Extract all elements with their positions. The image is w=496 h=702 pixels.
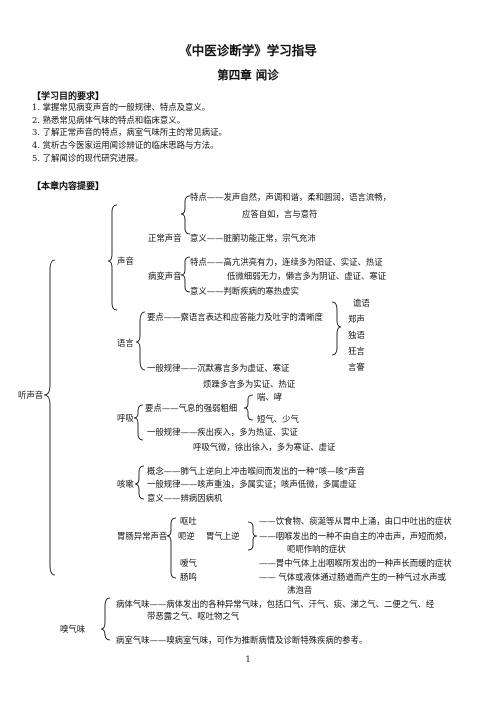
breath-type-1: 喘、哮 — [257, 392, 283, 402]
objective-item: 4. 赏析古今医家运用闻诊辨证的临床思路与方法。 — [32, 140, 219, 150]
objective-item: 1. 掌握常见病变声音的一般规律、特点及意义。 — [32, 102, 211, 112]
node-cough: 咳嗽 — [117, 479, 134, 489]
node-speech: 语言 — [117, 338, 134, 348]
document-title: 《中医诊断学》学习指导 — [179, 43, 317, 58]
gi-gurgle-desc-1: —— 气体或液体通过肠道而产生的一种气过水声或 — [259, 572, 446, 582]
gi-belch-desc: ——胃中气体上出咽喉所发出的一种声长而缓的症状 — [259, 558, 452, 568]
body-odor-2: 带恶露之气、呕吐物之气 — [147, 611, 240, 621]
breath-type-2: 短气、少气 — [257, 414, 299, 424]
sick-feature-1: 特点——高亢洪亮有力，连续多为阳证、实证、热证 — [190, 257, 383, 267]
gi-hiccup-desc-1: ——咽喉发出的一种不由自主的冲击声，声短而频， — [259, 531, 452, 541]
objective-item: 3. 了解正常声音的特点，病室气味所主的常见病证。 — [32, 127, 227, 137]
normal-feature-1: 特点——发声自然，声调和谐，柔和圆润，语言流畅， — [190, 192, 391, 202]
speech-rule-1: 一般规律——沉默寡言多为虚证、寒证 — [147, 363, 290, 373]
gi-vomit-desc: ——饮食物、痰涎等从胃中上涌，由口中吐出的症状 — [259, 516, 452, 526]
cough-concept: 概念——肺气上逆向上冲击喉间而发出的一种“咳—咳”声音 — [147, 466, 365, 476]
objectives-heading: 【学习目的要求】 — [32, 92, 105, 102]
body-odor-1: 病体气味——病体发出的各种异常气味，包括口气、汗气、痰、涕之气、二便之气、经 — [116, 599, 435, 609]
sick-meaning: 意义——判断疾病的寒热虚实 — [190, 286, 299, 296]
speech-type: 言謇 — [348, 362, 365, 372]
node-smell-odor: 嗅气味 — [60, 624, 86, 634]
objective-item: 2. 熟悉常见病体气味的特点和临床意义。 — [32, 115, 186, 125]
breath-rule-1: 一般规律——疾出疾入，多为热证、实证 — [147, 427, 298, 437]
breath-rule-2: 呼吸气微，徐出徐入，多为寒证、虚证 — [193, 442, 336, 452]
gi-stomach-up: 胃气上逆 — [206, 531, 240, 541]
room-odor: 病室气味——嗅病室气味，可作为推断病情及诊断特殊疾病的参考。 — [116, 635, 368, 645]
sick-feature-2: 低微细弱无力，懒言多为阴证、虚证、寒证 — [227, 271, 387, 281]
speech-type: 独语 — [348, 330, 365, 340]
normal-feature-2: 应答自如，言与意符 — [242, 209, 318, 219]
speech-type: 狂言 — [348, 346, 365, 356]
chapter-title: 第四章 闻诊 — [217, 68, 279, 82]
gi-vomit: 呕吐 — [180, 516, 197, 526]
objective-item: 5. 了解闻诊的现代研究进展。 — [32, 153, 144, 163]
gi-hiccup-desc-2: 呃呃作响的症状 — [287, 544, 346, 554]
speech-type: 谵语 — [353, 298, 370, 308]
content-heading: 【本章内容提要】 — [32, 182, 105, 192]
gi-hiccup: 呃逆 — [178, 531, 195, 541]
speech-rule-2: 烦躁多言多为实证、热证 — [203, 379, 296, 389]
gi-gurgle-desc-2: 沸泡音 — [287, 585, 313, 595]
node-gi-sounds: 胃肠异常声音 — [117, 531, 168, 541]
gi-gurgle: 肠鸣 — [180, 572, 197, 582]
normal-meaning: 意义——脏腑功能正常，宗气充沛 — [190, 233, 316, 243]
node-sick-voice: 病变声音 — [148, 271, 182, 281]
cough-rule: 一般规律——咳声重浊，多属实证；咳声低微，多属虚证 — [147, 479, 357, 489]
speech-key: 要点——察语言表达和应答能力及吐字的清晰度 — [147, 312, 323, 322]
node-voice: 声音 — [117, 256, 134, 266]
page-number: 1 — [245, 654, 251, 664]
breath-key: 要点——气息的强弱粗细 — [145, 403, 238, 413]
cough-meaning: 意义——辨病因病机 — [147, 493, 223, 503]
node-breath: 呼吸 — [117, 413, 134, 423]
node-listen-voice: 听声音 — [18, 390, 44, 400]
gi-belch: 嗳气 — [180, 558, 197, 568]
node-normal-voice: 正常声音 — [148, 233, 182, 243]
speech-type: 郑声 — [348, 314, 365, 324]
